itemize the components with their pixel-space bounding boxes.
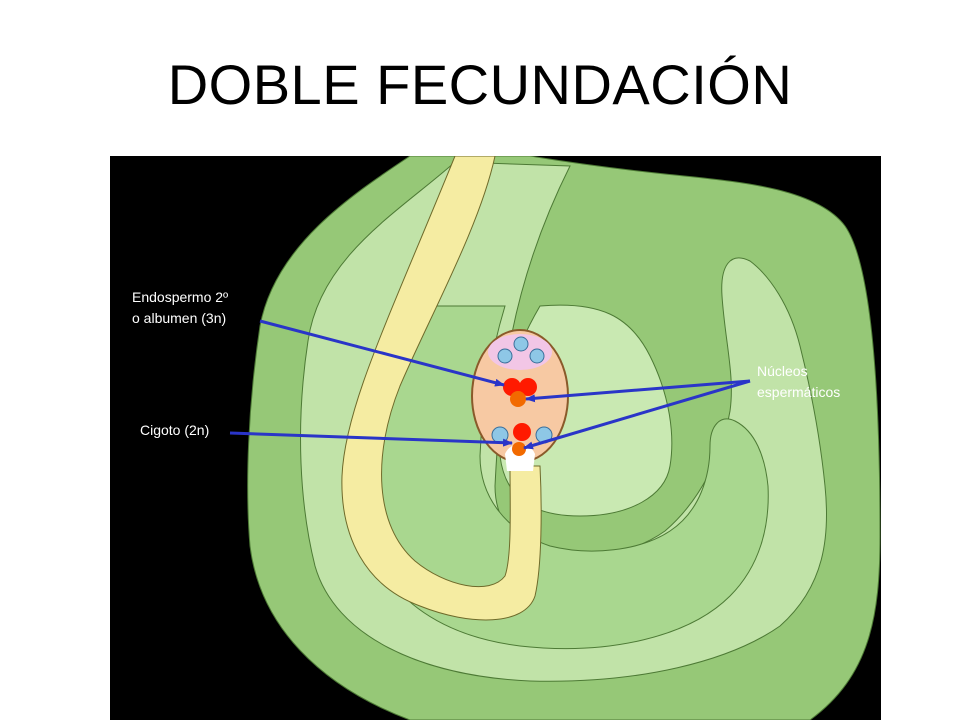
antipodal-cell bbox=[513, 336, 529, 352]
sperm-nucleus-zygote bbox=[512, 442, 526, 456]
endosperm-label-line1: Endospermo 2º bbox=[132, 289, 228, 305]
sperm-label-line1: Núcleos bbox=[757, 363, 808, 379]
sperm-arrow-bottom bbox=[523, 379, 751, 450]
sperm-arrow-top bbox=[525, 379, 751, 403]
synergid-cell bbox=[491, 426, 509, 444]
zygote-label: Cigoto (2n) bbox=[140, 422, 209, 438]
sperm-nucleus-endosperm bbox=[510, 391, 526, 407]
endosperm-label-line2: o albumen (3n) bbox=[132, 310, 226, 326]
polar-nucleus bbox=[519, 378, 537, 396]
pollen-tube bbox=[341, 156, 542, 621]
endosperm-arrow bbox=[259, 319, 505, 387]
antipodal-cell bbox=[497, 348, 513, 364]
antipodal-cell bbox=[529, 348, 545, 364]
page-title: DOBLE FECUNDACIÓN bbox=[167, 53, 793, 116]
ovule-diagram: Endospermo 2º o albumen (3n) Cigoto (2n)… bbox=[110, 156, 881, 720]
egg-nucleus bbox=[513, 423, 531, 441]
zygote-arrow bbox=[229, 431, 513, 447]
sperm-label-line2: espermáticos bbox=[757, 384, 840, 400]
